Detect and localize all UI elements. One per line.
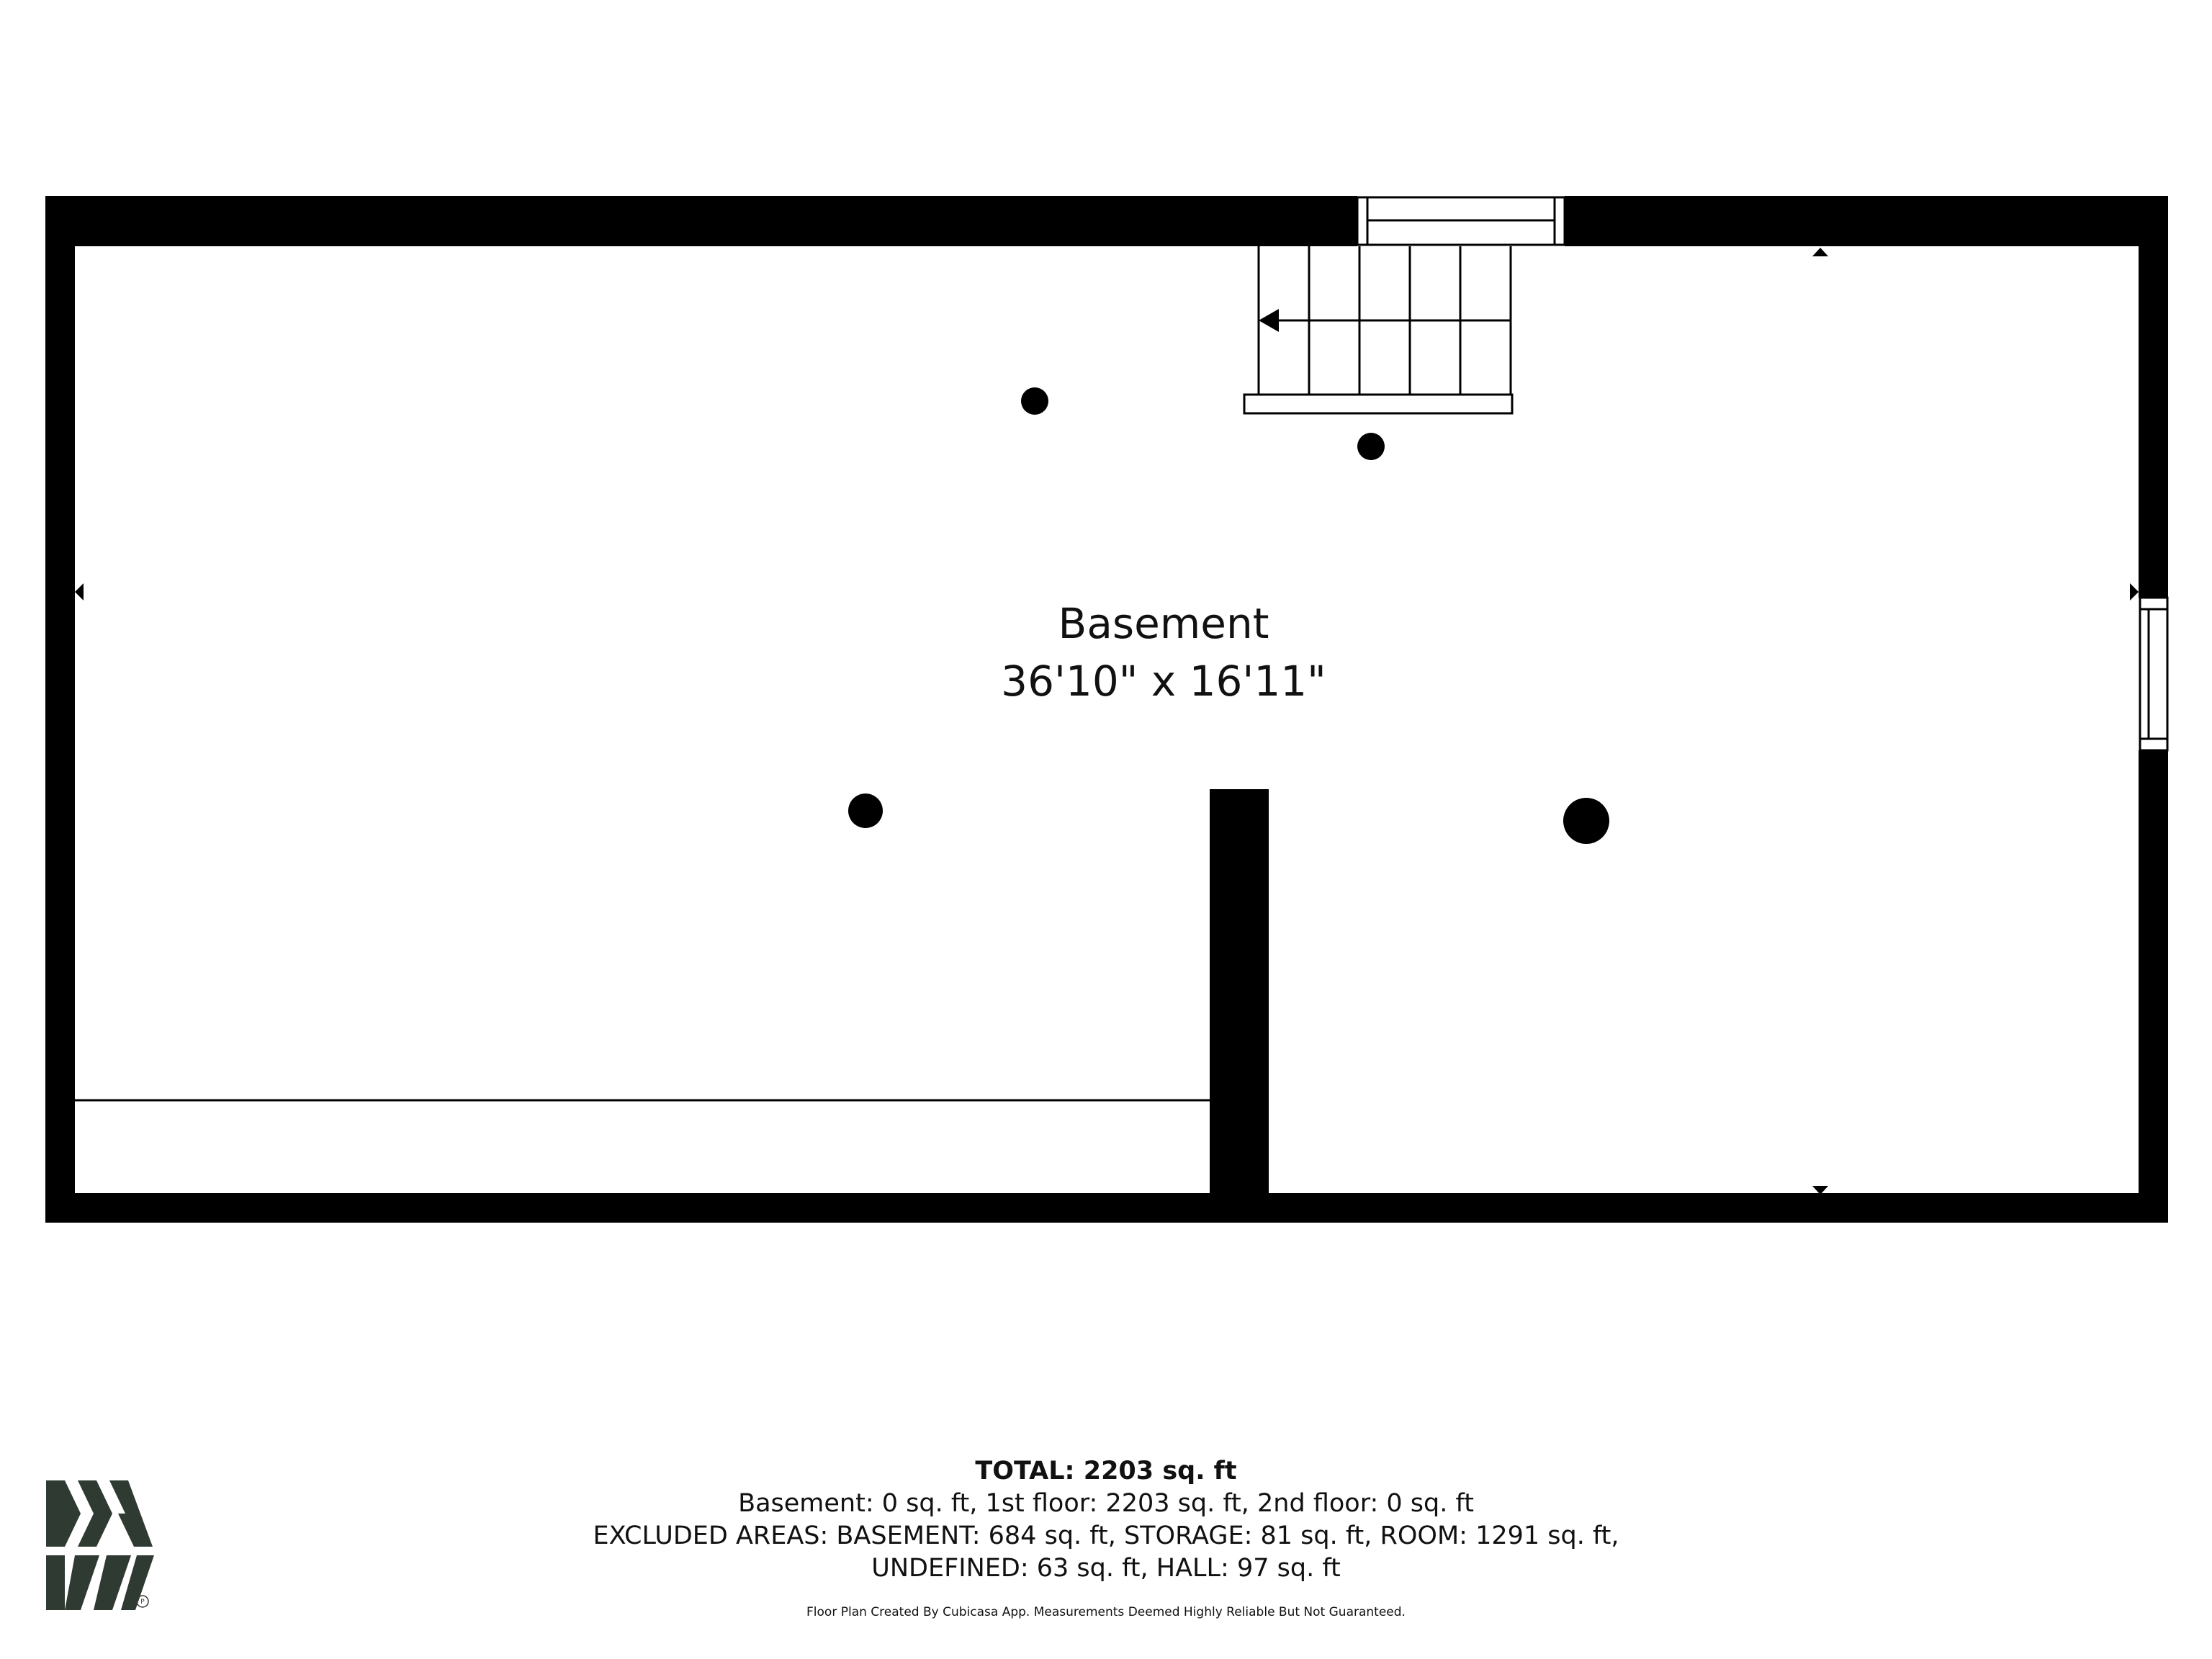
dimension-markers — [75, 248, 2139, 1195]
total-area: TOTAL: 2203 sq. ft — [975, 1457, 1237, 1485]
disclaimer: Floor Plan Created By Cubicasa App. Meas… — [806, 1605, 1406, 1619]
right-window — [2139, 596, 2169, 752]
svg-text:P: P — [140, 1599, 145, 1606]
marker-bottom-icon — [1812, 1186, 1828, 1195]
marker-left-icon — [75, 583, 84, 601]
right-wall-lower — [2139, 750, 2168, 1223]
stairs — [1243, 246, 1514, 415]
excluded-areas-line-1: EXCLUDED AREAS: BASEMENT: 684 sq. ft, ST… — [593, 1521, 1619, 1550]
bottom-wall-left — [45, 1193, 1269, 1223]
right-wall-upper — [2139, 196, 2168, 598]
bottom-wall-right — [1269, 1193, 2168, 1223]
stairs-arrow-icon — [1259, 309, 1279, 332]
top-window — [1356, 196, 1566, 246]
cubicasa-logo-icon: P — [46, 1480, 154, 1610]
post-3 — [848, 793, 883, 828]
post-2 — [1357, 433, 1385, 460]
area-summary: TOTAL: 2203 sq. ft Basement: 0 sq. ft, 1… — [386, 1455, 1826, 1585]
floor-areas: Basement: 0 sq. ft, 1st floor: 2203 sq. … — [738, 1489, 1474, 1518]
interior-wall — [1210, 789, 1269, 1223]
post-4 — [1563, 798, 1609, 844]
top-wall-right — [1565, 196, 2168, 246]
marker-right-icon — [2130, 583, 2139, 601]
post-1 — [1021, 387, 1048, 415]
left-wall — [45, 196, 75, 1223]
marker-top-icon — [1812, 248, 1828, 256]
top-wall-left — [45, 196, 1357, 246]
outer-walls — [45, 196, 2168, 1223]
support-posts — [848, 387, 1609, 844]
room-label-name: Basement — [1058, 599, 1269, 648]
excluded-areas-line-2: UNDEFINED: 63 sq. ft, HALL: 97 sq. ft — [871, 1554, 1341, 1583]
room-label-dimensions: 36'10" x 16'11" — [1001, 657, 1326, 706]
